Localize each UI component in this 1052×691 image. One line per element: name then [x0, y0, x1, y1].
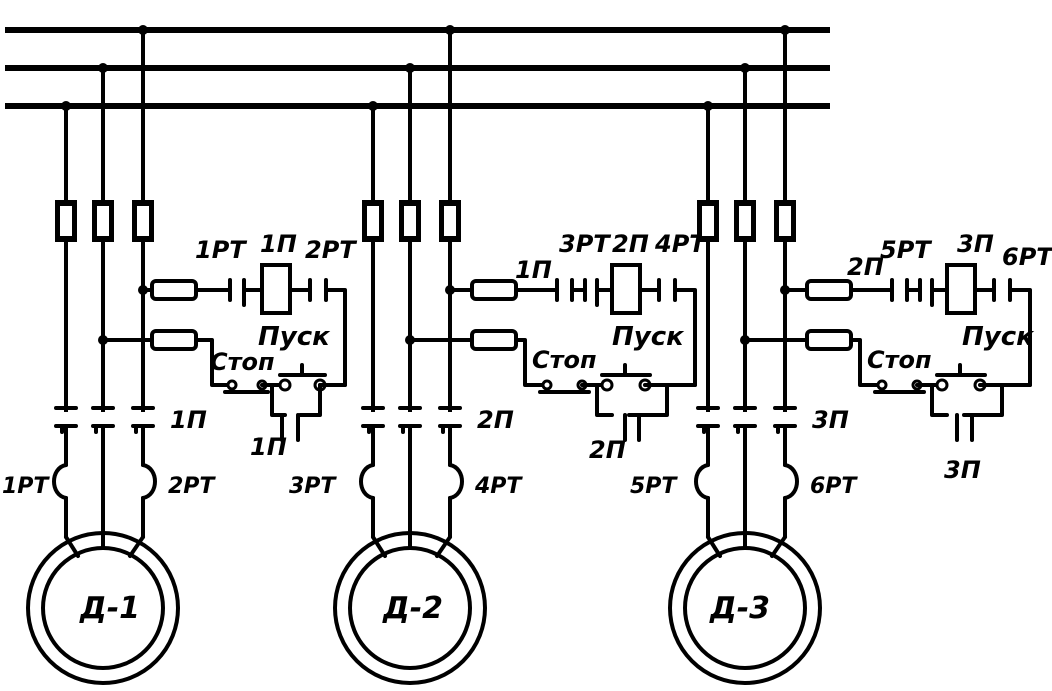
start-button	[935, 363, 987, 392]
label-contactor-aux: 2П	[589, 436, 626, 464]
contactor-main-contacts	[692, 406, 802, 434]
label-relay-left: 3РТ	[289, 474, 337, 499]
power-bus	[5, 27, 830, 109]
thermal-relay-right	[448, 463, 464, 500]
contactor-coil	[260, 263, 292, 315]
control-fuse-bottom	[150, 329, 198, 351]
label-contactor-main: 1П	[170, 406, 207, 434]
thermal-relay-right	[783, 463, 799, 500]
control-fuse-top	[805, 279, 853, 301]
motor-unit-2: 2П 3РТ 4РТ Д-2 1П 3РТ 2П 4РТ Пуск Стоп 2…	[289, 25, 707, 685]
label-contactor-main: 2П	[477, 406, 514, 434]
label-coil-relay-right: 6РТ	[1002, 243, 1052, 271]
label-start: Пуск	[612, 322, 685, 352]
label-relay-left: 5РТ	[630, 474, 678, 499]
control-fuse-top	[150, 279, 198, 301]
interlock-contact	[890, 278, 909, 302]
thermal-relay-left	[359, 463, 375, 500]
thermal-relay-right	[141, 463, 157, 500]
label-interlock: 1П	[515, 256, 552, 284]
thermal-relay-left	[694, 463, 710, 500]
label-start: Пуск	[258, 322, 331, 352]
motor-unit-1: 1П 1РТ 2РТ Д-1 1РТ 1П 2РТ Пуск Стоп 1П	[2, 25, 357, 685]
start-button	[278, 363, 327, 392]
contactor-main-contacts	[357, 406, 467, 434]
label-coil: 1П	[260, 230, 297, 258]
label-motor: Д-3	[709, 591, 770, 626]
start-button	[600, 363, 652, 392]
contactor-coil	[945, 263, 977, 315]
label-stop: Стоп	[210, 348, 275, 376]
motor	[26, 531, 180, 685]
label-relay-right: 4РТ	[474, 474, 523, 499]
label-coil: 2П	[612, 230, 649, 258]
control-fuse-bottom	[805, 329, 853, 351]
label-start: Пуск	[962, 322, 1035, 352]
label-stop: Стоп	[867, 346, 932, 374]
label-coil-relay-right: 2РТ	[305, 236, 357, 264]
label-relay-left: 1РТ	[2, 474, 50, 499]
aux-contact	[270, 383, 322, 442]
label-stop: Стоп	[532, 346, 597, 374]
label-contactor-aux: 1П	[250, 433, 287, 461]
motor	[668, 531, 822, 685]
label-relay-right: 2РТ	[168, 474, 216, 499]
contactor-main-contacts	[50, 406, 160, 434]
label-contactor-aux: 3П	[944, 456, 981, 484]
aux-contact	[930, 383, 1004, 442]
label-contactor-main: 3П	[812, 406, 849, 434]
interlock-contact	[555, 278, 574, 302]
control-fuse-bottom	[470, 329, 518, 351]
thermal-relay-left	[52, 463, 68, 500]
label-coil-relay-left: 3РТ	[559, 230, 611, 258]
motor-unit-3: 3П 5РТ 6РТ Д-3 2П 5РТ 3П 6РТ Пуск Стоп 3…	[630, 25, 1052, 685]
motor	[333, 531, 487, 685]
label-coil: 3П	[957, 230, 994, 258]
contactor-coil	[610, 263, 642, 315]
aux-contact	[595, 383, 669, 442]
label-relay-right: 6РТ	[810, 474, 858, 499]
label-coil-relay-left: 1РТ	[195, 236, 247, 264]
label-motor: Д-2	[382, 591, 443, 626]
label-coil-relay-left: 5РТ	[880, 236, 932, 264]
label-motor: Д-1	[79, 591, 140, 626]
label-interlock: 2П	[847, 253, 884, 281]
control-fuse-top	[470, 279, 518, 301]
